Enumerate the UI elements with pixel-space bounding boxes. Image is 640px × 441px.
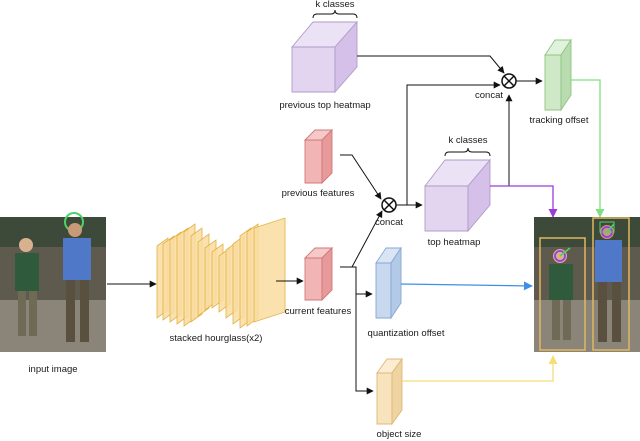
stacked-hourglass-label: stacked hourglass(x2) — [170, 333, 263, 344]
arrow-previous-top-heatmap-to-concat — [357, 55, 505, 74]
current-features-block — [303, 246, 334, 302]
object-size-block — [376, 357, 403, 426]
concat-mid-label: concat — [375, 217, 403, 228]
tracking-offset-label: tracking offset — [530, 115, 589, 126]
input-image — [0, 212, 106, 352]
k-classes-mid-brace — [444, 147, 491, 157]
k-classes-mid-label: k classes — [448, 135, 487, 146]
arrow-tracking-offset-to-output — [571, 79, 605, 218]
previous-features-label: previous features — [282, 188, 355, 199]
concat-top-operator — [501, 73, 517, 89]
concat-mid-operator — [381, 197, 397, 213]
output-image — [534, 217, 640, 352]
previous-top-heatmap-label: previous top heatmap — [279, 100, 370, 111]
stacked-hourglass-block — [156, 217, 286, 329]
previous-features-block — [303, 128, 334, 185]
arrow-concat-to-top-concat — [406, 81, 501, 205]
k-classes-top-brace — [312, 9, 358, 19]
arrow-quantization-offset-to-output — [400, 281, 533, 291]
object-size-label: object size — [377, 429, 422, 440]
arrow-previous-features-to-concat — [340, 154, 382, 200]
arrow-top-heatmap-to-output — [490, 185, 558, 218]
previous-top-heatmap-block — [291, 20, 358, 94]
k-classes-top-label: k classes — [315, 0, 354, 10]
quantization-offset-block — [375, 246, 402, 320]
top-heatmap-label: top heatmap — [428, 237, 481, 248]
input-image-label: input image — [28, 364, 77, 375]
tracking-offset-block — [544, 38, 572, 112]
arrow-current-features-to-object-size — [355, 294, 374, 395]
top-heatmap-block — [424, 158, 491, 233]
arrow-object-size-to-output — [402, 355, 558, 382]
current-features-label: current features — [285, 306, 352, 317]
concat-top-label: concat — [475, 90, 503, 101]
arrow-current-features-to-quantization-offset — [340, 266, 373, 298]
quantization-offset-label: quantization offset — [368, 328, 445, 339]
